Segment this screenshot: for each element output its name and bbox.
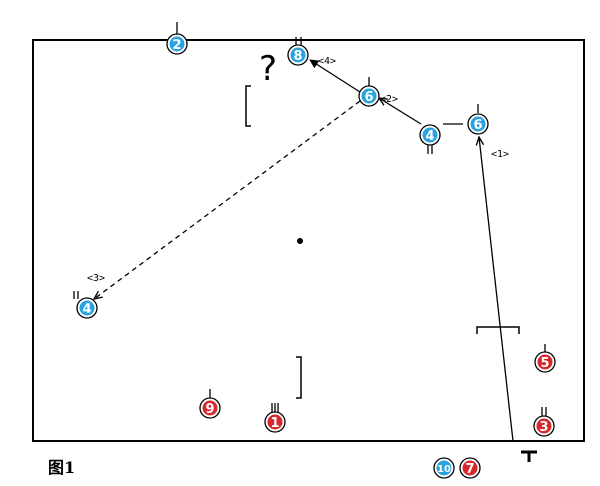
player-number: 6 <box>473 118 482 133</box>
player-ticks <box>73 22 547 416</box>
player-blue-2: 2 <box>166 33 188 55</box>
player-number: 7 <box>465 462 474 477</box>
player-red-3: 3 <box>533 415 555 437</box>
step-4-line <box>309 59 361 93</box>
step-1-label: <1> <box>491 149 509 160</box>
player-number: 2 <box>172 38 181 53</box>
step-3-label: <3> <box>87 273 105 284</box>
bracket-right-bottom <box>296 356 302 399</box>
player-blue-6a: 6 <box>358 85 380 107</box>
step-4-label: <4> <box>318 56 336 67</box>
player-number: 9 <box>205 402 214 417</box>
player-red-9: 9 <box>199 397 221 419</box>
bracket-left-top <box>245 85 251 127</box>
player-red-1: 1 <box>264 411 286 433</box>
player-red-7: 7 <box>459 457 481 479</box>
player-blue-4a: 4 <box>419 124 441 146</box>
player-blue-10: 10 <box>433 457 455 479</box>
player-number: 4 <box>425 129 434 144</box>
player-number: 3 <box>539 420 548 435</box>
question-mark: ? <box>259 49 277 89</box>
player-number: 1 <box>270 416 279 431</box>
t-mark <box>521 450 537 462</box>
player-blue-6b: 6 <box>467 113 489 135</box>
center-dot <box>297 238 303 244</box>
step-2-line-b <box>379 98 422 125</box>
player-number: 5 <box>540 356 549 371</box>
player-blue-8: 8 <box>287 44 309 66</box>
player-blue-4b: 4 <box>76 297 98 319</box>
player-number: 10 <box>437 464 451 475</box>
player-red-5: 5 <box>534 351 556 373</box>
player-number: 8 <box>293 49 302 64</box>
screen-mark <box>476 326 520 334</box>
step-2-label: <2> <box>380 94 398 105</box>
player-number: 4 <box>82 302 91 317</box>
player-number: 6 <box>364 90 373 105</box>
figure-label: 图1 <box>48 458 76 477</box>
step-1-line <box>479 137 514 442</box>
court-boundary <box>32 39 585 442</box>
step-3-line <box>94 100 361 299</box>
